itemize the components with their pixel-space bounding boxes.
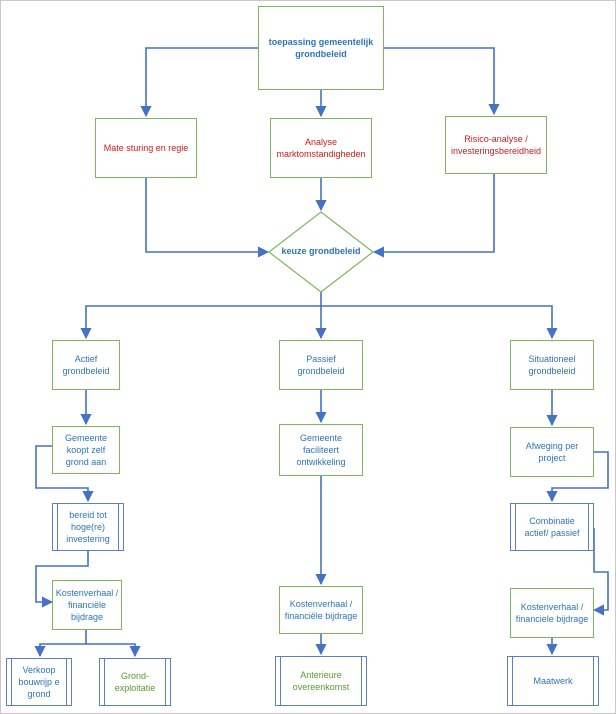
connector-kosten-verkoop (34, 630, 87, 658)
node-kostenverhaal-actief: Kostenverhaal / financiële bijdrage (52, 580, 122, 630)
node-maatwerk: Maatwerk (507, 656, 599, 706)
connector-risico-keuze (372, 174, 495, 258)
node-kostenverhaal-passief: Kostenverhaal / financiële bijdrage (279, 586, 363, 634)
node-toepassing-grondbeleid: toepassing gemeentelijk grondbeleid (258, 6, 384, 90)
connector-keuze-situationeel (321, 305, 558, 340)
connector-combinatie-kosten (592, 528, 609, 616)
node-bereid-tot-investering: bereid tot hoge(re) investering (52, 503, 124, 551)
node-keuze-grondbeleid: keuze grondbeleid (281, 246, 361, 256)
node-gemeente-koopt: Gemeente koopt zelf grond aan (52, 426, 120, 474)
node-combinatie-actief-passief: Combinatie actief/ passief (510, 503, 594, 551)
connector-top-sturing (140, 47, 258, 118)
node-mate-sturing: Mate sturing en regie (95, 118, 197, 178)
connector-koopt-bereid (35, 445, 94, 503)
node-verkoop-bouwrijpe-grond: Verkoop bouwrijp e grond (6, 658, 72, 706)
node-passief-grondbeleid: Passief grondbeleid (279, 340, 363, 390)
node-kostenverhaal-situationeel: Kostenverhaal / financiele bijdrage (510, 588, 594, 638)
node-analyse-marktomstandigheden: Analyse marktomstandigheden (270, 118, 372, 178)
connector-top-risico (384, 47, 500, 116)
node-anterieure-overeenkomst: Anterieure overeenkomst (275, 656, 367, 706)
connector-kosten-exploitatie (86, 643, 141, 658)
node-grond-exploitatie: Grond-exploitatie (99, 658, 171, 706)
node-risico-analyse: Risico-analyse / investeringsbereidheid (445, 116, 547, 174)
node-afweging-per-project: Afweging per project (510, 427, 594, 477)
connector-keuze-actief (80, 292, 322, 340)
connector-afweging-combinatie (546, 451, 609, 503)
decision-diamond (268, 211, 374, 293)
connector-bereid-kosten (35, 551, 89, 608)
node-situationeel-grondbeleid: Situationeel grondbeleid (510, 340, 594, 390)
node-actief-grondbeleid: Actief grondbeleid (52, 340, 120, 390)
connector-sturing-keuze (145, 178, 270, 258)
node-gemeente-faciliteert: Gemeente faciliteert ontwikkeling (279, 424, 363, 476)
